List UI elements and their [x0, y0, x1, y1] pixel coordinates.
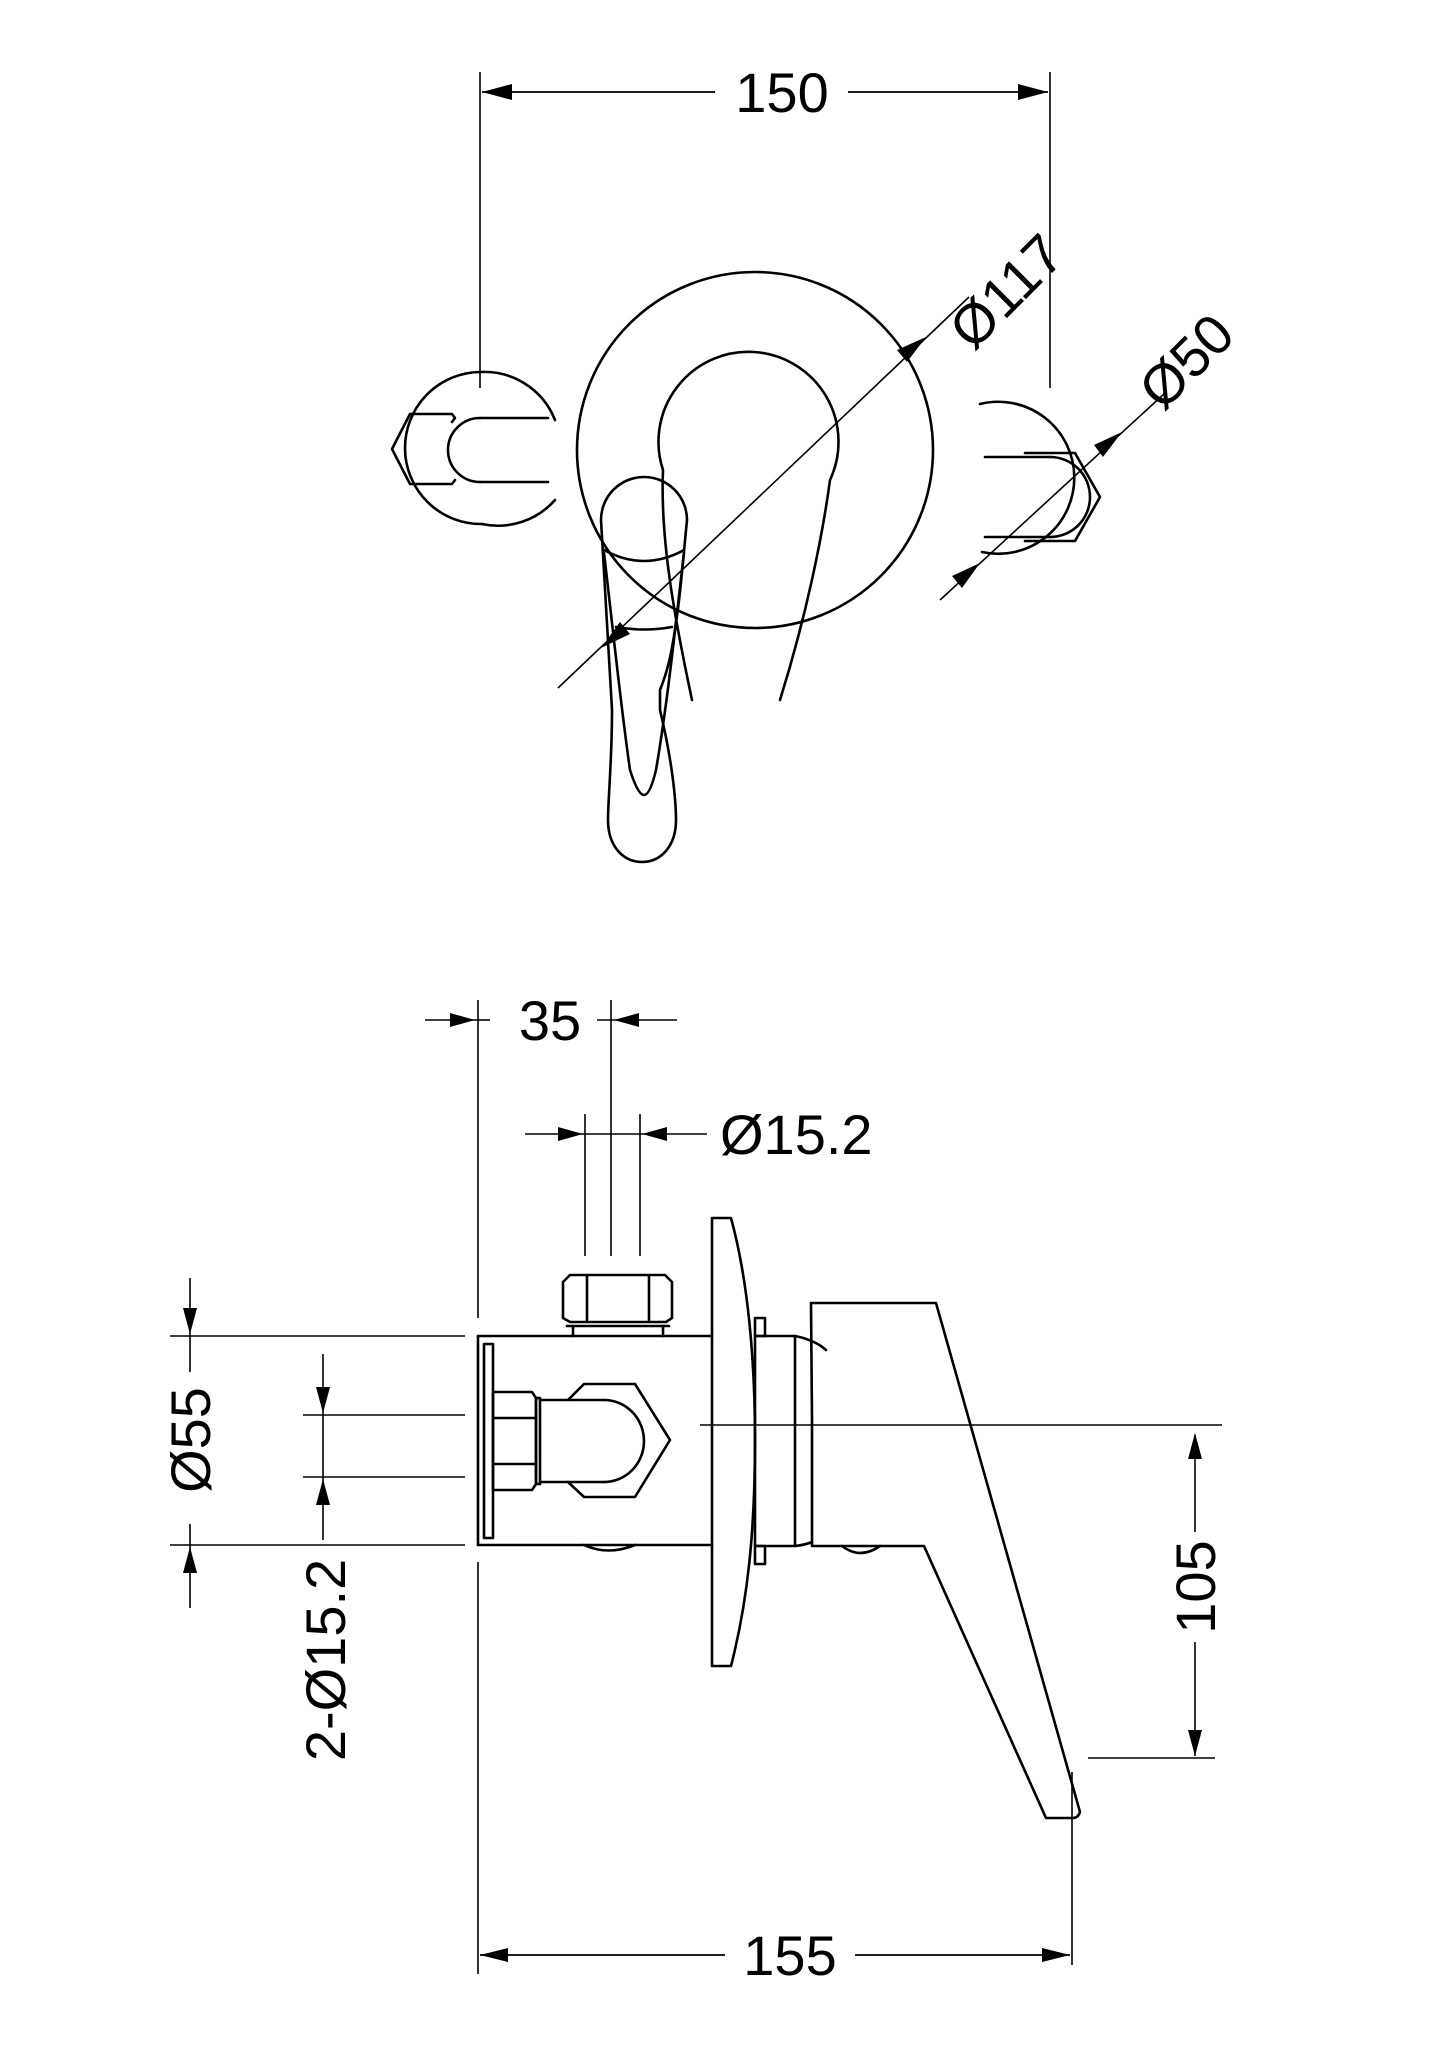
dim-text-117: Ø117: [937, 222, 1075, 360]
lever-screw: [840, 1544, 882, 1555]
dim-text-105: 105: [1164, 1540, 1227, 1633]
dim-text-150: 150: [735, 61, 828, 124]
dimension-inlet-diameter: 2-Ø15.2: [294, 1354, 465, 1761]
handle-outer: [657, 350, 840, 702]
backplate-circle: [575, 270, 935, 630]
dim-text-2-15-2: 2-Ø15.2: [294, 1559, 357, 1761]
lever-side: [809, 1301, 1082, 1820]
dimension-overall-width: 150: [479, 61, 1051, 388]
dimension-body-diameter: Ø55: [159, 1278, 465, 1608]
dimension-overall-depth: 155: [477, 1562, 1073, 1987]
side-view: 35 Ø15.2: [159, 989, 1227, 1987]
handle-lever: [599, 475, 689, 864]
valve-body: [476, 1334, 714, 1552]
dimension-outlet-diameter: Ø15.2: [525, 1103, 873, 1256]
top-outlet-nut: [561, 1273, 674, 1338]
dim-text-35: 35: [519, 989, 581, 1052]
dim-text-15-2-top: Ø15.2: [720, 1103, 873, 1166]
left-inlet-cover: [390, 370, 557, 527]
backplate-side: [710, 1216, 757, 1668]
right-inlet-cover: [978, 400, 1102, 556]
sleeve: [753, 1316, 828, 1566]
dim-text-50: Ø50: [1127, 302, 1246, 421]
dimension-handle-drop: 105: [1088, 1433, 1227, 1759]
dim-text-155: 155: [743, 1924, 836, 1987]
dim-text-55: Ø55: [159, 1387, 222, 1493]
front-view: 150: [390, 61, 1246, 864]
dimension-inlet-offset: 35: [425, 989, 677, 1318]
